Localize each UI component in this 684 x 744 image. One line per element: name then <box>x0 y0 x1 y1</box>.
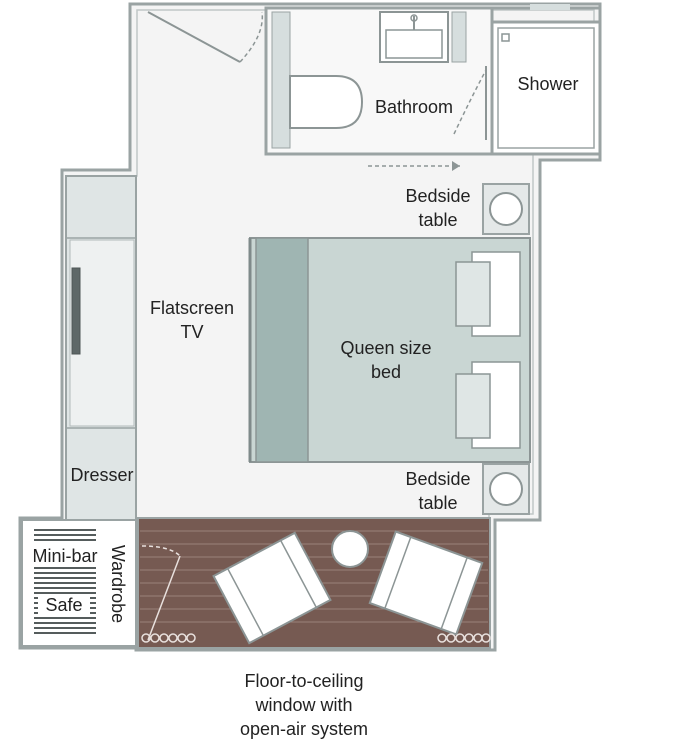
window-caption-line2: window with <box>254 695 352 715</box>
minibar-label: Mini-bar <box>32 546 97 566</box>
entry-door[interactable] <box>147 11 264 63</box>
bedside-table-bottom <box>482 463 530 515</box>
bedside-table-top-label-line1: Bedside <box>405 186 470 206</box>
shower <box>490 4 602 156</box>
flatscreen-tv-label-line2: TV <box>180 322 203 342</box>
bedside-table-bottom-label-line2: table <box>418 493 457 513</box>
bedside-table-top <box>482 183 530 235</box>
pillow <box>455 251 521 337</box>
bed-label-line2: bed <box>371 362 401 382</box>
bathroom <box>264 6 494 171</box>
dresser <box>65 175 137 521</box>
balcony-chair <box>368 530 484 636</box>
bedside-table-top-label-line2: table <box>418 210 457 230</box>
flatscreen-tv-label-line1: Flatscreen <box>150 298 234 318</box>
bedside-table-bottom-label-line1: Bedside <box>405 469 470 489</box>
bed-runner <box>255 237 309 463</box>
wardrobe <box>21 519 137 647</box>
window-caption-line1: Floor-to-ceiling <box>244 671 363 691</box>
bathroom-label: Bathroom <box>375 97 453 117</box>
balcony-side-table <box>331 530 369 568</box>
dresser-label: Dresser <box>70 465 133 485</box>
bed-label-line1: Queen size <box>340 338 431 358</box>
balcony-chair <box>212 531 332 645</box>
pillow <box>455 361 521 449</box>
balcony-deck <box>137 517 491 649</box>
shower-label: Shower <box>517 74 578 94</box>
safe-label: Safe <box>45 595 82 615</box>
planter-left <box>141 633 196 643</box>
toilet <box>289 75 364 129</box>
planter-right <box>437 633 491 643</box>
queen-bed <box>248 237 531 463</box>
flatscreen-tv <box>71 267 81 355</box>
window-caption-line3: open-air system <box>240 719 368 739</box>
wardrobe-label: Wardrobe <box>108 545 128 623</box>
